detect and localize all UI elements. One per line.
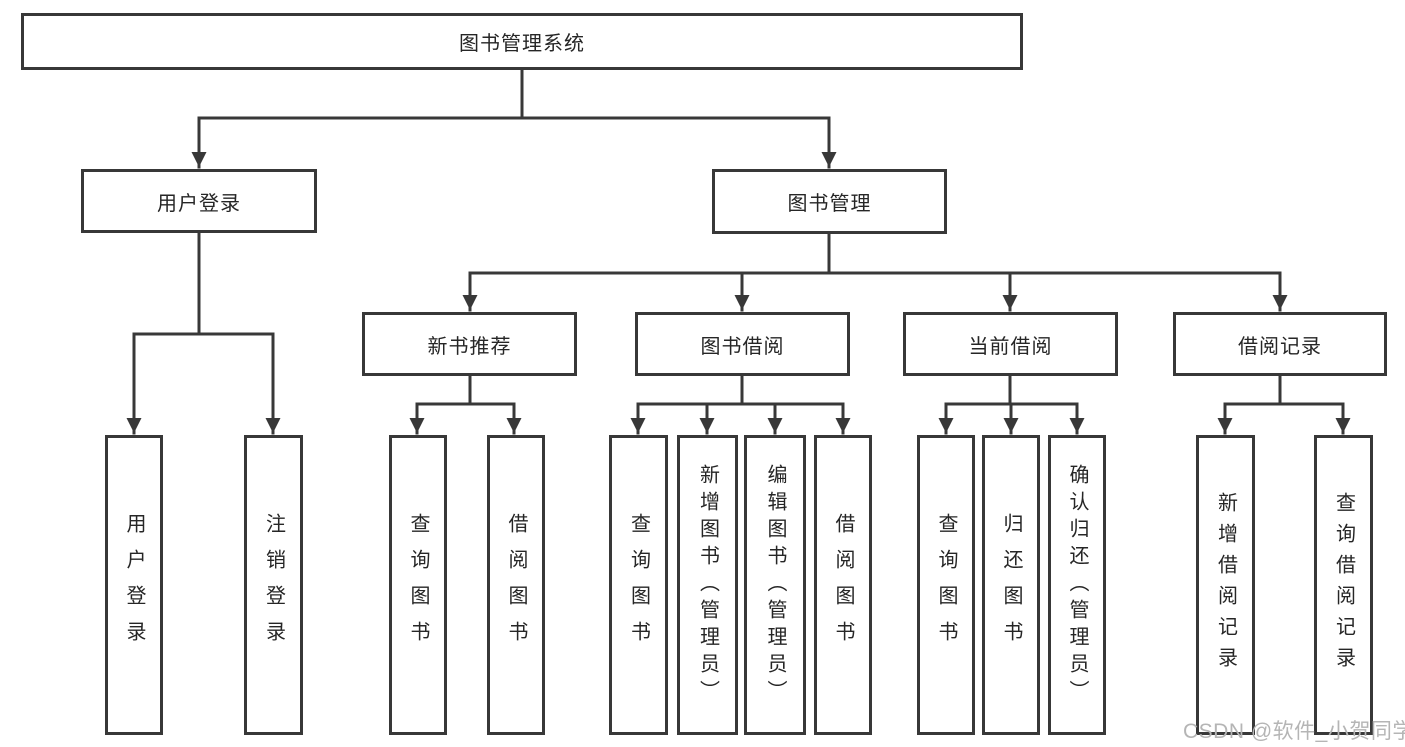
node-label: 注销登录 bbox=[262, 513, 285, 657]
node-label: 借阅图书 bbox=[505, 513, 527, 657]
node-leaf-confirm-return-admin: 确认归还（管理员） bbox=[1048, 435, 1106, 735]
csdn-watermark: CSDN @软件_小贺同学 bbox=[1183, 720, 1405, 743]
node-leaf-borrow-books: 借阅图书 bbox=[814, 435, 872, 735]
node-leaf-logout: 注销登录 bbox=[244, 435, 303, 735]
node-label: 新书推荐 bbox=[427, 335, 512, 358]
node-leaf-edit-books-admin: 编辑图书（管理员） bbox=[744, 435, 806, 735]
node-leaf-borrow-books: 借阅图书 bbox=[487, 435, 545, 735]
node-book-borrow: 图书借阅 bbox=[635, 312, 850, 376]
node-leaf-query-books: 查询图书 bbox=[609, 435, 668, 735]
node-label: 当前借阅 bbox=[968, 335, 1053, 358]
node-leaf-query-borrow-record: 查询借阅记录 bbox=[1314, 435, 1373, 735]
node-user-login: 用户登录 bbox=[81, 169, 317, 233]
node-book-management: 图书管理 bbox=[712, 169, 947, 234]
node-new-book-recommend: 新书推荐 bbox=[362, 312, 577, 376]
node-label: 图书借阅 bbox=[700, 335, 785, 358]
node-leaf-add-borrow-record: 新增借阅记录 bbox=[1196, 435, 1255, 735]
node-leaf-user-login: 用户登录 bbox=[105, 435, 163, 735]
node-label: 查询图书 bbox=[935, 513, 957, 657]
node-label: 确认归还（管理员） bbox=[1066, 463, 1088, 707]
node-leaf-return-books: 归还图书 bbox=[982, 435, 1040, 735]
node-label: 查询图书 bbox=[627, 513, 650, 657]
node-label: 归还图书 bbox=[1000, 513, 1022, 657]
node-label: 新增借阅记录 bbox=[1214, 492, 1237, 678]
node-label: 图书管理系统 bbox=[459, 33, 585, 55]
node-label: 借阅图书 bbox=[832, 513, 854, 657]
node-label: 用户登录 bbox=[157, 192, 241, 215]
node-label: 用户登录 bbox=[123, 513, 145, 657]
node-label: 查询借阅记录 bbox=[1332, 492, 1355, 678]
node-current-borrow: 当前借阅 bbox=[903, 312, 1118, 376]
node-label: 查询图书 bbox=[407, 513, 429, 657]
node-label: 图书管理 bbox=[787, 193, 872, 215]
node-borrow-records: 借阅记录 bbox=[1173, 312, 1387, 376]
node-system-root: 图书管理系统 bbox=[21, 13, 1023, 70]
node-leaf-query-books: 查询图书 bbox=[389, 435, 447, 735]
node-leaf-add-books-admin: 新增图书（管理员） bbox=[677, 435, 738, 735]
node-label: 新增图书（管理员） bbox=[696, 463, 719, 707]
node-leaf-query-books: 查询图书 bbox=[917, 435, 975, 735]
node-label: 编辑图书（管理员） bbox=[764, 463, 786, 707]
node-label: 借阅记录 bbox=[1238, 335, 1322, 358]
